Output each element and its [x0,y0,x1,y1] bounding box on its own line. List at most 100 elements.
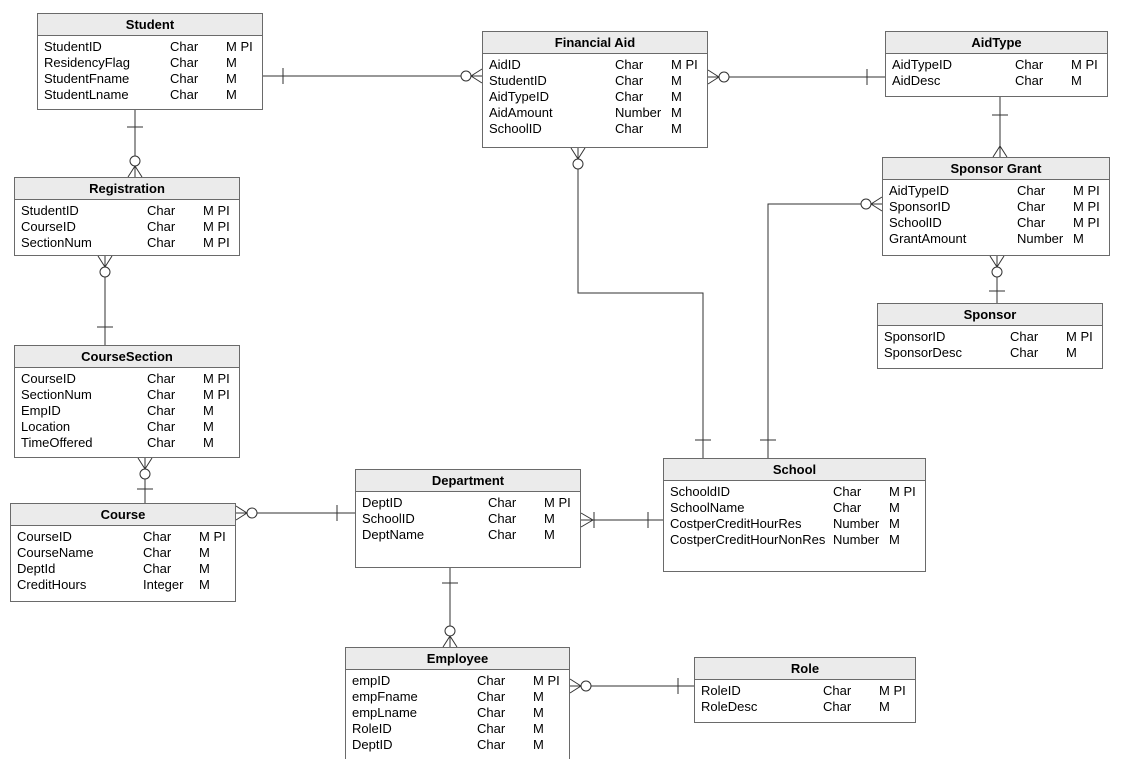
attribute-type: Char [147,419,176,434]
attribute-row: AidTypeID Char M [483,89,707,105]
attribute-type: Char [477,737,506,752]
entity-course[interactable]: Course CourseID Char M PI CourseName Cha… [10,503,236,602]
attribute-type: Char [147,371,176,386]
entity-attribute-list: RoleID Char M PI RoleDesc Char M [695,680,915,715]
relationship-student-financial-aid [263,68,483,84]
entity-student[interactable]: Student StudentID Char M PI ResidencyFla… [37,13,263,110]
attribute-name: CostperCreditHourNonRes [670,532,826,547]
attribute-flags: M [889,516,900,531]
attribute-name: SchoolID [889,215,942,230]
relationship-course-department [235,505,355,521]
attribute-flags: M [1071,73,1082,88]
attribute-flags: M [203,419,214,434]
attribute-name: DeptID [362,495,403,510]
attribute-row: DeptID Char M [346,737,569,753]
attribute-row: SchoolID Char M PI [883,215,1109,231]
attribute-type: Char [488,495,517,510]
attribute-row: SectionNum Char M PI [15,235,239,251]
attribute-type: Char [823,683,852,698]
relationship-financial-aid-school [570,147,711,458]
attribute-type: Char [143,545,172,560]
attribute-name: SchoolID [489,121,542,136]
relationship-coursesection-course [137,457,153,503]
attribute-type: Char [615,57,644,72]
attribute-type: Number [615,105,662,120]
attribute-row: empID Char M PI [346,673,569,689]
attribute-type: Char [147,387,176,402]
relationship-sponsor-grant-sponsor [989,255,1005,303]
attribute-name: CourseName [17,545,94,560]
attribute-flags: M PI [199,529,226,544]
entity-school[interactable]: School SchooldID Char M PI SchoolName Ch… [663,458,926,572]
attribute-type: Char [143,561,172,576]
attribute-name: StudentID [489,73,547,88]
attribute-flags: M PI [1071,57,1098,72]
attribute-name: EmpID [21,403,61,418]
attribute-flags: M [889,500,900,515]
attribute-name: AidAmount [489,105,553,120]
attribute-flags: M [533,721,544,736]
attribute-name: SectionNum [21,387,92,402]
attribute-flags: M PI [203,203,230,218]
attribute-type: Char [477,689,506,704]
attribute-type: Char [143,529,172,544]
entity-attribute-list: CourseID Char M PI CourseName Char M Dep… [11,526,235,593]
entity-role[interactable]: Role RoleID Char M PI RoleDesc Char M [694,657,916,723]
relationship-sponsor-grant-school [760,196,883,458]
attribute-type: Integer [143,577,184,592]
relationship-student-registration [127,110,143,178]
attribute-name: GrantAmount [889,231,967,246]
attribute-name: CreditHours [17,577,87,592]
relationship-department-employee [442,568,458,648]
attribute-row: AidDesc Char M [886,73,1107,89]
entity-attribute-list: SchooldID Char M PI SchoolName Char M Co… [664,481,925,548]
relationship-department-school [580,512,663,528]
entity-title: Sponsor Grant [883,158,1109,180]
attribute-type: Char [170,39,199,54]
attribute-row: StudentLname Char M [38,87,262,103]
attribute-type: Char [833,500,862,515]
attribute-name: empFname [352,689,418,704]
attribute-flags: M PI [226,39,253,54]
attribute-flags: M PI [889,484,916,499]
entity-registration[interactable]: Registration StudentID Char M PI CourseI… [14,177,240,256]
attribute-flags: M [533,705,544,720]
entity-title: Financial Aid [483,32,707,54]
attribute-name: RoleID [701,683,741,698]
entity-title: Employee [346,648,569,670]
entity-sponsor[interactable]: Sponsor SponsorID Char M PI SponsorDesc … [877,303,1103,369]
attribute-name: StudentID [21,203,79,218]
attribute-row: DeptId Char M [11,561,235,577]
attribute-type: Char [477,721,506,736]
entity-course-section[interactable]: CourseSection CourseID Char M PI Section… [14,345,240,458]
attribute-row: CourseName Char M [11,545,235,561]
attribute-type: Char [1017,215,1046,230]
attribute-type: Char [1010,345,1039,360]
attribute-flags: M [203,435,214,450]
attribute-name: StudentLname [44,87,129,102]
entity-financial-aid[interactable]: Financial Aid AidID Char M PI StudentID … [482,31,708,148]
attribute-name: AidTypeID [892,57,952,72]
attribute-name: StudentID [44,39,102,54]
entity-department[interactable]: Department DeptID Char M PI SchoolID Cha… [355,469,581,568]
entity-employee[interactable]: Employee empID Char M PI empFname Char M… [345,647,570,759]
entity-sponsor-grant[interactable]: Sponsor Grant AidTypeID Char M PI Sponso… [882,157,1110,256]
attribute-flags: M [544,527,555,542]
attribute-row: SchooldID Char M PI [664,484,925,500]
attribute-row: SponsorID Char M PI [883,199,1109,215]
attribute-flags: M PI [203,371,230,386]
attribute-row: SectionNum Char M PI [15,387,239,403]
attribute-flags: M PI [1066,329,1093,344]
attribute-type: Number [833,532,880,547]
attribute-row: TimeOffered Char M [15,435,239,451]
attribute-name: StudentFname [44,71,130,86]
attribute-name: DeptName [362,527,425,542]
attribute-row: EmpID Char M [15,403,239,419]
attribute-flags: M [1073,231,1084,246]
attribute-row: CreditHours Integer M [11,577,235,593]
attribute-name: SchoolName [670,500,745,515]
attribute-flags: M [533,737,544,752]
entity-aidtype[interactable]: AidType AidTypeID Char M PI AidDesc Char… [885,31,1108,97]
